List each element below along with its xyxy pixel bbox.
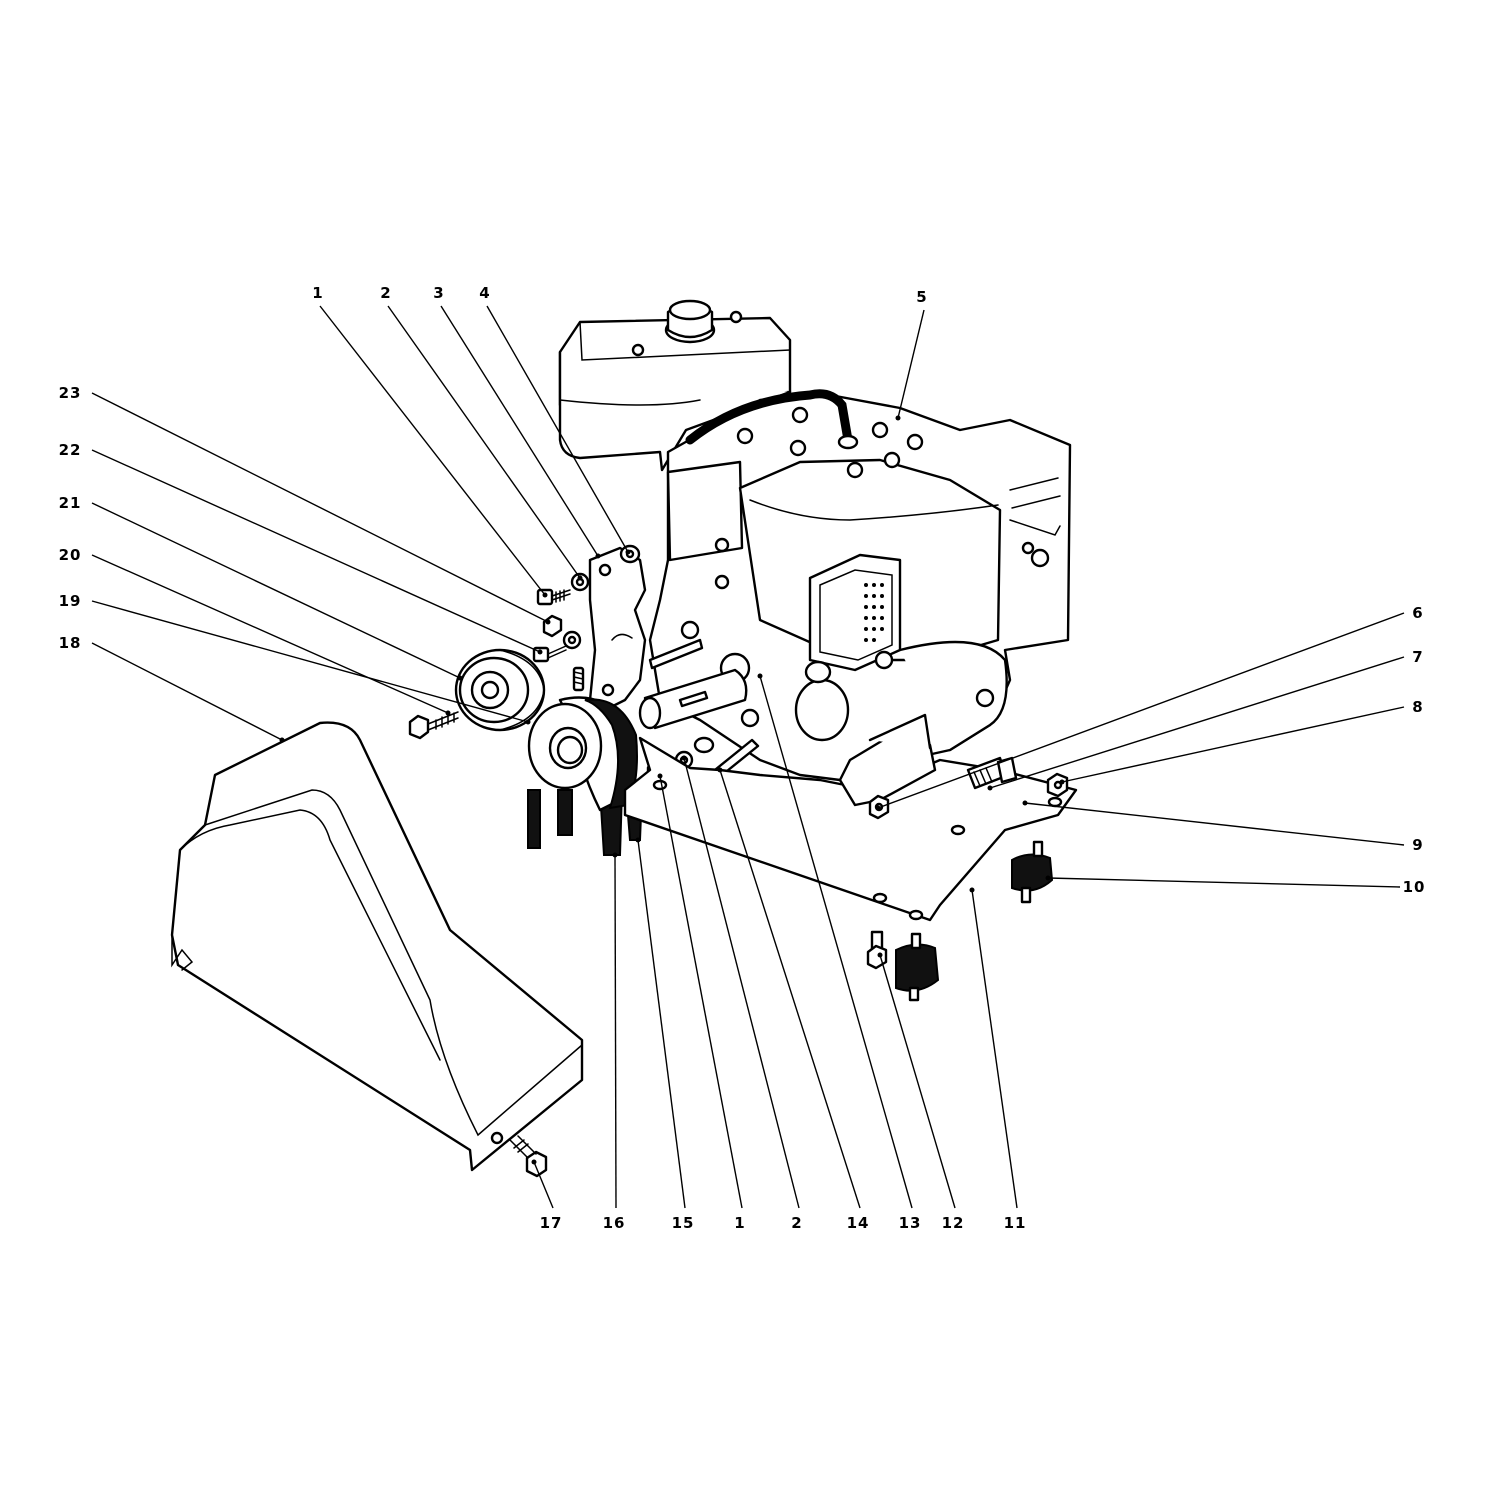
leader-line-c13 <box>759 675 913 1209</box>
leader-dot-c5 <box>895 415 901 421</box>
leader-dot-c14 <box>717 767 723 773</box>
leader-dot-c21 <box>457 675 463 681</box>
callout-label-c9: 9 <box>1412 836 1423 854</box>
leader-dot-c3-top <box>595 553 601 559</box>
callout-label-c19: 19 <box>59 592 82 610</box>
callout-label-c6: 6 <box>1412 604 1423 622</box>
leader-line-c22 <box>91 449 541 653</box>
callout-label-c13: 13 <box>899 1214 922 1232</box>
leader-line-c17 <box>533 1161 554 1209</box>
callout-label-c3-top: 3 <box>433 284 444 302</box>
leader-dot-c16 <box>612 852 618 858</box>
leader-dot-c10 <box>1045 875 1051 881</box>
leader-dot-c17 <box>531 1159 537 1165</box>
callout-label-c1-top: 1 <box>312 284 323 302</box>
engine-block <box>648 389 1072 787</box>
leader-line-c1-bot <box>659 775 743 1209</box>
leader-dot-c19 <box>525 719 531 725</box>
callout-label-c4-top: 4 <box>479 284 490 302</box>
leader-dot-c1-top <box>542 592 548 598</box>
leader-dot-c1-bot <box>657 773 663 779</box>
leader-dot-c11 <box>969 887 975 893</box>
callout-label-c21: 21 <box>59 494 82 512</box>
leader-line-c2-top <box>387 305 581 579</box>
callout-label-c2-top: 2 <box>380 284 391 302</box>
idler-pulley <box>454 648 546 732</box>
leader-dot-c18 <box>279 737 285 743</box>
leader-line-c7 <box>989 656 1405 789</box>
callout-label-c17: 17 <box>540 1214 563 1232</box>
leader-line-c9 <box>1024 802 1405 846</box>
leader-line-c10 <box>1047 877 1401 888</box>
callout-label-c10: 10 <box>1403 878 1426 896</box>
leader-dot-c12 <box>877 952 883 958</box>
leader-line-c2-bot <box>683 757 800 1209</box>
leader-line-c5 <box>897 309 925 419</box>
leader-line-c14 <box>719 769 861 1209</box>
leader-dot-c7 <box>987 785 993 791</box>
leader-line-c6 <box>877 612 1405 809</box>
callout-label-c18: 18 <box>59 634 82 652</box>
leader-line-c1-top <box>319 305 546 596</box>
leader-line-c8 <box>1061 706 1405 783</box>
leader-lines <box>91 305 1405 1209</box>
leader-dot-c9 <box>1022 800 1028 806</box>
leader-line-c19 <box>91 600 529 723</box>
leader-line-c12 <box>879 954 956 1209</box>
leader-dot-c20 <box>445 710 451 716</box>
leader-line-c3-top <box>440 305 599 557</box>
callout-label-c7: 7 <box>1412 648 1423 666</box>
mount-hardware <box>866 756 1069 1002</box>
leader-line-c20 <box>91 554 449 714</box>
callout-label-c11: 11 <box>1004 1214 1027 1232</box>
callout-label-c8: 8 <box>1412 698 1423 716</box>
leader-dot-c4-top <box>625 549 631 555</box>
leader-line-c11 <box>971 889 1018 1209</box>
belt-guard <box>170 721 584 1172</box>
callout-label-c23: 23 <box>59 384 82 402</box>
leader-line-c4-top <box>486 305 629 553</box>
leader-dot-c6 <box>875 805 881 811</box>
leader-dot-c23 <box>545 619 551 625</box>
leader-line-c16 <box>614 854 617 1209</box>
callout-label-c15: 15 <box>672 1214 695 1232</box>
leader-line-c21 <box>91 502 461 679</box>
leader-dot-c8 <box>1059 779 1065 785</box>
fuel-tank <box>558 299 792 472</box>
leader-line-c23 <box>91 392 549 623</box>
callout-label-c16: 16 <box>603 1214 626 1232</box>
leader-dot-c2-top <box>577 575 583 581</box>
leader-dot-c2-bot <box>681 755 687 761</box>
leader-line-c15 <box>637 839 686 1209</box>
leader-dot-c15 <box>635 837 641 843</box>
callout-label-c14: 14 <box>847 1214 870 1232</box>
drive-pulley <box>527 696 644 856</box>
leader-dot-c22 <box>537 649 543 655</box>
callout-label-c5: 5 <box>916 288 927 306</box>
base-plate <box>623 713 1078 922</box>
callout-label-c2-bot: 2 <box>791 1214 802 1232</box>
callout-label-c22: 22 <box>59 441 82 459</box>
leader-line-c18 <box>91 642 283 741</box>
callout-label-c12: 12 <box>942 1214 965 1232</box>
callout-label-c20: 20 <box>59 546 82 564</box>
callout-label-c1-bot: 1 <box>734 1214 745 1232</box>
crankshaft <box>638 638 748 730</box>
leader-dot-c13 <box>757 673 763 679</box>
idler-bracket <box>588 546 647 712</box>
